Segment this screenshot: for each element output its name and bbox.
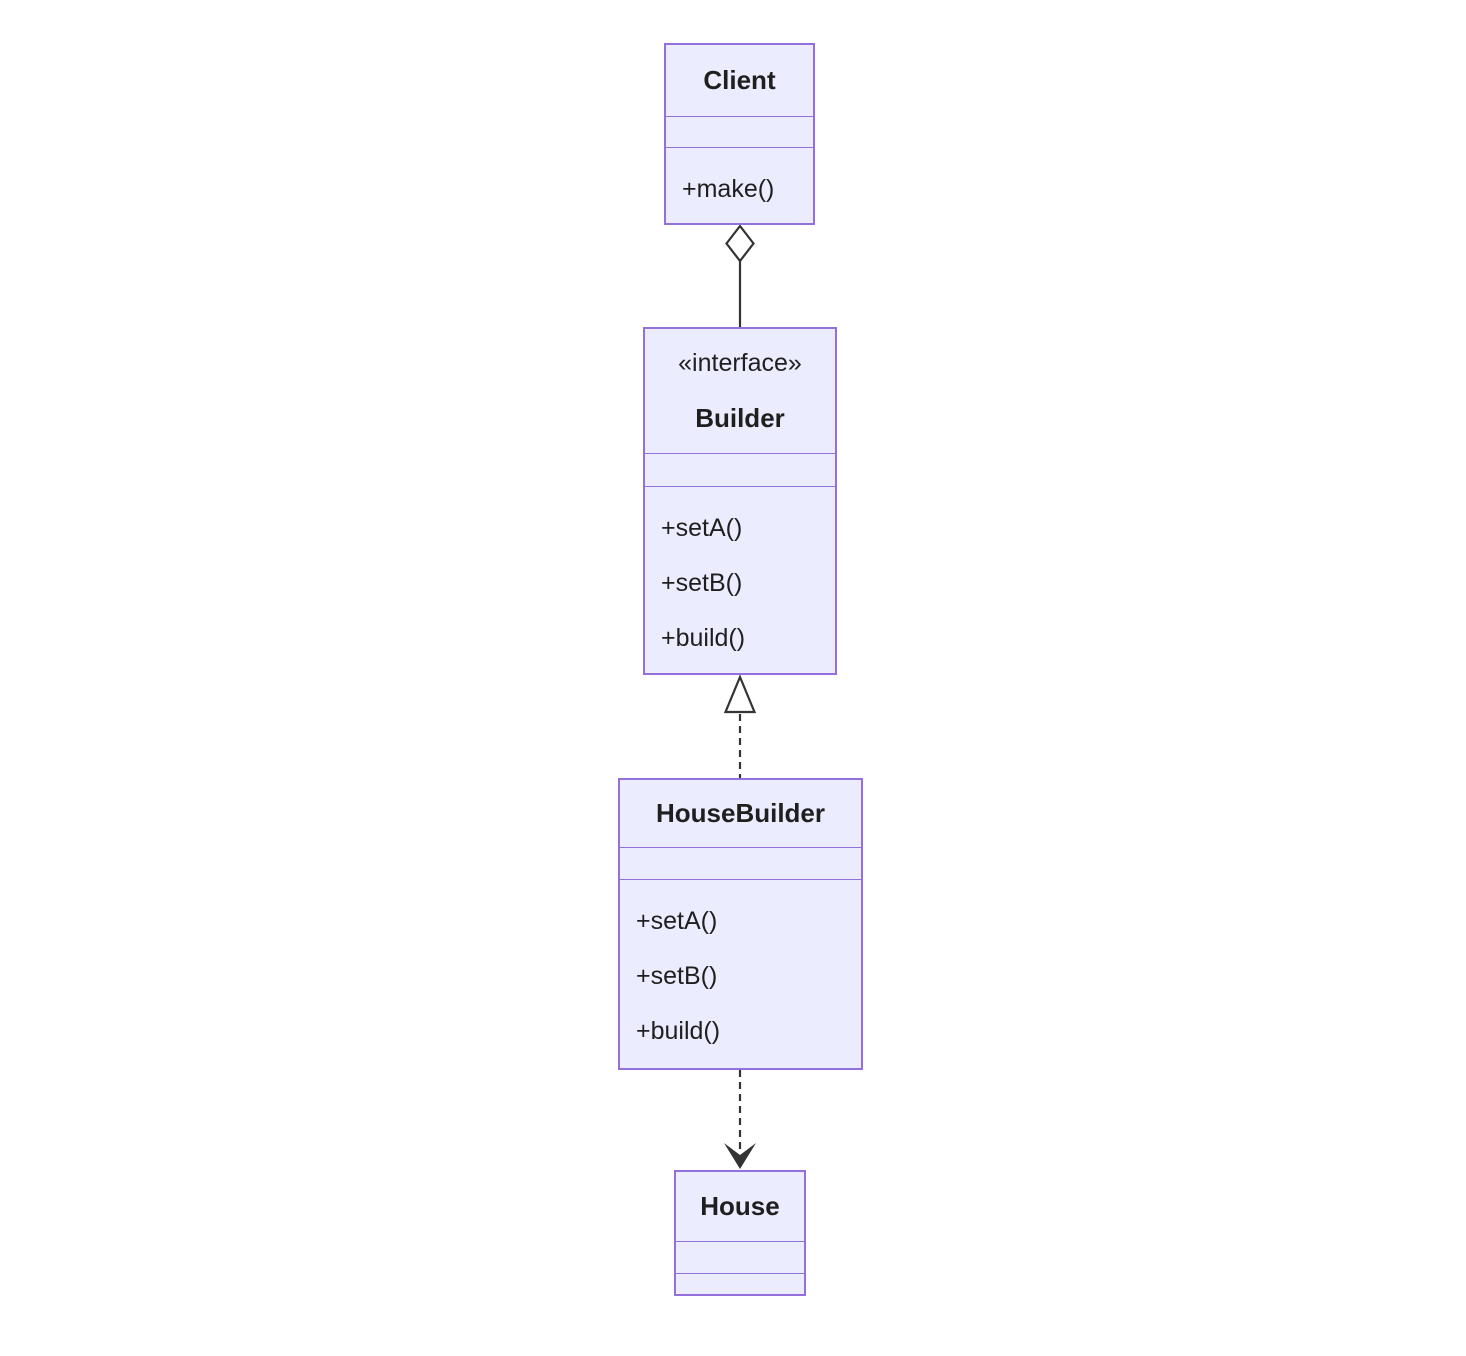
methods-compartment <box>676 1273 804 1294</box>
class-name: Builder <box>695 403 785 433</box>
class-box-builder: «interface» Builder +setA() +setB() +bui… <box>643 327 837 675</box>
hollow-diamond-icon <box>725 224 755 263</box>
class-box-client: Client +make() <box>664 43 815 225</box>
method-label: +setB() <box>636 962 718 990</box>
solid-chevron-arrow-icon <box>724 1143 756 1169</box>
class-title-compartment: House <box>676 1172 804 1241</box>
attributes-compartment <box>676 1241 804 1273</box>
attributes-compartment <box>645 453 835 486</box>
method-label: +make() <box>682 175 775 203</box>
class-title-compartment: HouseBuilder <box>620 780 861 847</box>
method-label: +build() <box>636 1017 721 1045</box>
stereotype-label: «interface» <box>678 349 802 377</box>
class-name: HouseBuilder <box>655 798 826 828</box>
methods-compartment: +setA() +setB() +build() <box>620 879 861 1068</box>
method-label: +setB() <box>661 569 743 597</box>
realization-edge-housebuilder-builder <box>723 674 757 778</box>
hollow-triangle-icon <box>723 674 757 714</box>
class-name: House <box>700 1191 780 1221</box>
dependency-edge-housebuilder-house <box>724 1070 756 1169</box>
method-label: +setA() <box>636 907 718 935</box>
class-box-house: House <box>674 1170 806 1296</box>
aggregation-edge-client-builder <box>725 224 755 327</box>
methods-compartment: +make() <box>666 147 813 223</box>
class-title-compartment: «interface» Builder <box>645 329 835 453</box>
attributes-compartment <box>666 116 813 147</box>
method-label: +setA() <box>661 514 743 542</box>
methods-compartment: +setA() +setB() +build() <box>645 486 835 673</box>
method-label: +build() <box>661 624 746 652</box>
class-box-housebuilder: HouseBuilder +setA() +setB() +build() <box>618 778 863 1070</box>
attributes-compartment <box>620 847 861 879</box>
class-title-compartment: Client <box>666 45 813 116</box>
class-name: Client <box>703 65 776 95</box>
